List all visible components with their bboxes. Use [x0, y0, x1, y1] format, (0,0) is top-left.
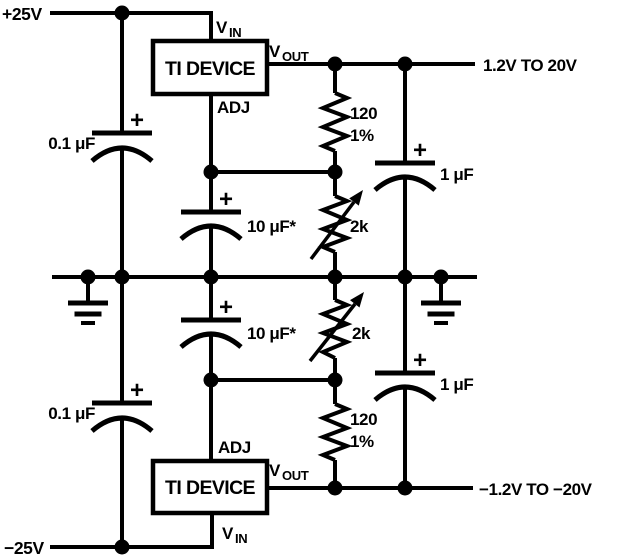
pin-vin-subscript: IN [235, 531, 247, 546]
wiper-arrowhead [349, 190, 363, 206]
output-positive-label: 1.2V TO 20V [483, 56, 578, 75]
negative-output-rail: −1.2V TO −20V [266, 480, 593, 499]
input-capacitor-bottom: + 0.1 μF [48, 277, 154, 547]
supply-negative-label: −25V [4, 538, 44, 558]
polarity-plus-label: + [130, 107, 144, 134]
bypass-capacitor-bottom: + 10 μF* [179, 277, 297, 461]
pin-adj-label: ADJ [217, 98, 250, 117]
ground-rail [52, 269, 477, 285]
resistor-tolerance-label: 1% [350, 126, 374, 145]
potentiometer-2k-bottom: 2k [308, 292, 371, 404]
pin-vin-label: V [222, 524, 234, 543]
adj-node-top [203, 94, 343, 212]
junction-dot [203, 372, 219, 388]
bypass-capacitor-value: 10 μF* [247, 217, 296, 236]
ti-device-box [150, 38, 270, 97]
resistor-zigzag [317, 91, 353, 153]
output-capacitor-value: 1 μF [440, 165, 473, 184]
resistor-120-bottom: 120 1% [317, 402, 378, 488]
wiper-arrow [309, 200, 356, 261]
regulator-top: TI DEVICE V IN V OUT ADJ [150, 18, 309, 117]
positive-output-rail: 1.2V TO 20V [266, 56, 578, 75]
positive-input-rail: +25V [2, 4, 213, 41]
adj-node-bottom [203, 372, 343, 388]
polarity-plus-label: + [219, 294, 233, 321]
input-capacitor-top: + 0.1 μF [48, 13, 154, 277]
ground-symbol-right [421, 277, 461, 325]
polarity-plus-label: + [219, 186, 233, 213]
pin-vin-subscript: IN [229, 25, 241, 40]
potentiometer-value-label: 2k [350, 217, 369, 236]
supply-positive-label: +25V [2, 4, 42, 24]
wire-negative-rail [50, 513, 214, 549]
potentiometer-zigzag [317, 194, 353, 254]
wiper-arrow [308, 302, 357, 363]
pin-adj-label: ADJ [218, 438, 251, 457]
negative-input-rail: −25V [4, 513, 214, 558]
pin-vout-subscript: OUT [282, 468, 309, 483]
resistor-tolerance-label: 1% [350, 432, 374, 451]
pin-vout-subscript: OUT [282, 49, 309, 64]
resistor-value-label: 120 [350, 410, 377, 429]
resistor-zigzag [317, 402, 353, 462]
potentiometer-2k-top: 2k [309, 190, 369, 300]
potentiometer-value-label: 2k [352, 324, 371, 343]
output-capacitor-top: + 1 μF [373, 64, 474, 277]
wire-positive-rail [50, 11, 213, 41]
output-negative-label: −1.2V TO −20V [479, 480, 593, 499]
input-capacitor-value: 0.1 μF [48, 134, 95, 153]
ti-device-label: TI DEVICE [165, 477, 256, 499]
output-capacitor-bottom: + 1 μF [373, 277, 474, 488]
polarity-plus-label: + [130, 377, 144, 404]
pin-vout-label: V [269, 42, 281, 61]
ti-device-label: TI DEVICE [165, 58, 256, 80]
output-capacitor-value: 1 μF [440, 375, 473, 394]
resistor-value-label: 120 [350, 104, 377, 123]
polarity-plus-label: + [413, 347, 427, 374]
polarity-plus-label: + [413, 137, 427, 164]
bypass-capacitor-value: 10 μF* [247, 324, 296, 343]
input-capacitor-value: 0.1 μF [48, 404, 95, 423]
pin-vout-label: V [269, 461, 281, 480]
bypass-capacitor-top: + 10 μF* [179, 186, 297, 277]
junction-dot [203, 164, 219, 180]
ground-symbol-left [68, 277, 108, 325]
wiper-arrowhead [350, 292, 364, 308]
ti-device-box [150, 458, 270, 516]
resistor-120-top: 120 1% [317, 64, 378, 196]
regulator-bottom: TI DEVICE ADJ V OUT V IN [150, 438, 309, 546]
pin-vin-label: V [216, 18, 228, 37]
